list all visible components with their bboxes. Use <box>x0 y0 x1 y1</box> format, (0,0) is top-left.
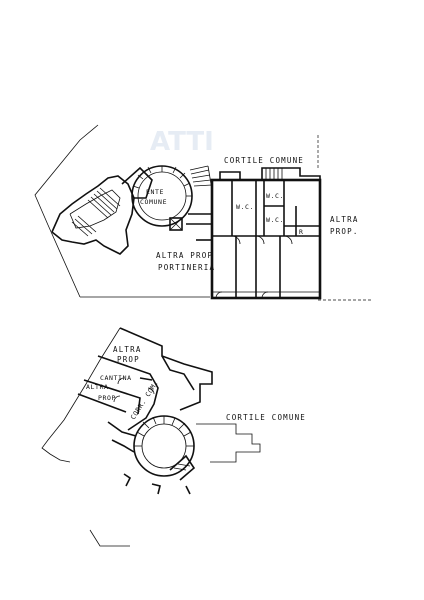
right-property-label-1: ALTRA <box>330 215 359 224</box>
common-entity-label-1: ENTE <box>146 188 164 196</box>
cellar-label: CANTINA <box>100 374 132 382</box>
common-entity-label-2: COMUNE <box>140 198 167 206</box>
lower-circular-tower-steps <box>134 416 194 447</box>
court-stair <box>265 168 283 180</box>
lower-boundary-bottom <box>89 529 130 547</box>
right-property-label-2: PROP. <box>330 227 359 236</box>
left-wing-outline <box>51 175 135 255</box>
lower-circular-tower-outer <box>133 415 195 477</box>
upper-floor-plan: ENTE COMUNE <box>34 124 372 301</box>
left-wing-connector <box>121 166 153 199</box>
circular-tower-steps <box>132 166 192 199</box>
lower-courtyard-label: CORTILE COMUNE <box>226 413 306 422</box>
cellar-block-inner <box>83 379 141 415</box>
lower-boundary-right <box>196 423 261 463</box>
other-property-label-1: ALTRA PROP <box>156 251 213 260</box>
cellar-block-mid <box>97 355 159 431</box>
lower-property-top-label-1: ALTRA <box>113 345 142 354</box>
lower-floor-plan: ALTRA PROP CANTINA ALTRA PROP CORR. COM.… <box>41 327 306 547</box>
room-r-label: R <box>299 228 304 236</box>
cellar-block-outer <box>119 327 213 411</box>
court-wall <box>261 167 321 180</box>
left-wing-stair <box>71 187 121 237</box>
lower-boundary-left <box>41 327 121 463</box>
wc-label-3: W.C. <box>266 216 284 224</box>
upper-courtyard-label: CORTILE COMUNE <box>224 156 304 165</box>
site-boundary-left <box>34 124 99 298</box>
lower-tower-landing <box>169 454 196 481</box>
circular-tower-inner <box>137 171 187 221</box>
left-wing-inner <box>69 189 121 229</box>
wc-label-1: W.C. <box>236 203 254 211</box>
watermark: ATTI <box>150 127 214 157</box>
lower-property-left-label-1: ALTRA <box>86 383 109 391</box>
tower-side-stair <box>189 165 213 191</box>
lower-property-left-label-2: PROP <box>98 394 116 402</box>
lower-property-top-label-2: PROP <box>117 355 140 364</box>
wc-label-2: W.C. <box>266 192 284 200</box>
court-step <box>219 171 241 180</box>
hatched-box <box>169 217 183 231</box>
other-property-label-2: PORTINERIA <box>158 263 215 272</box>
